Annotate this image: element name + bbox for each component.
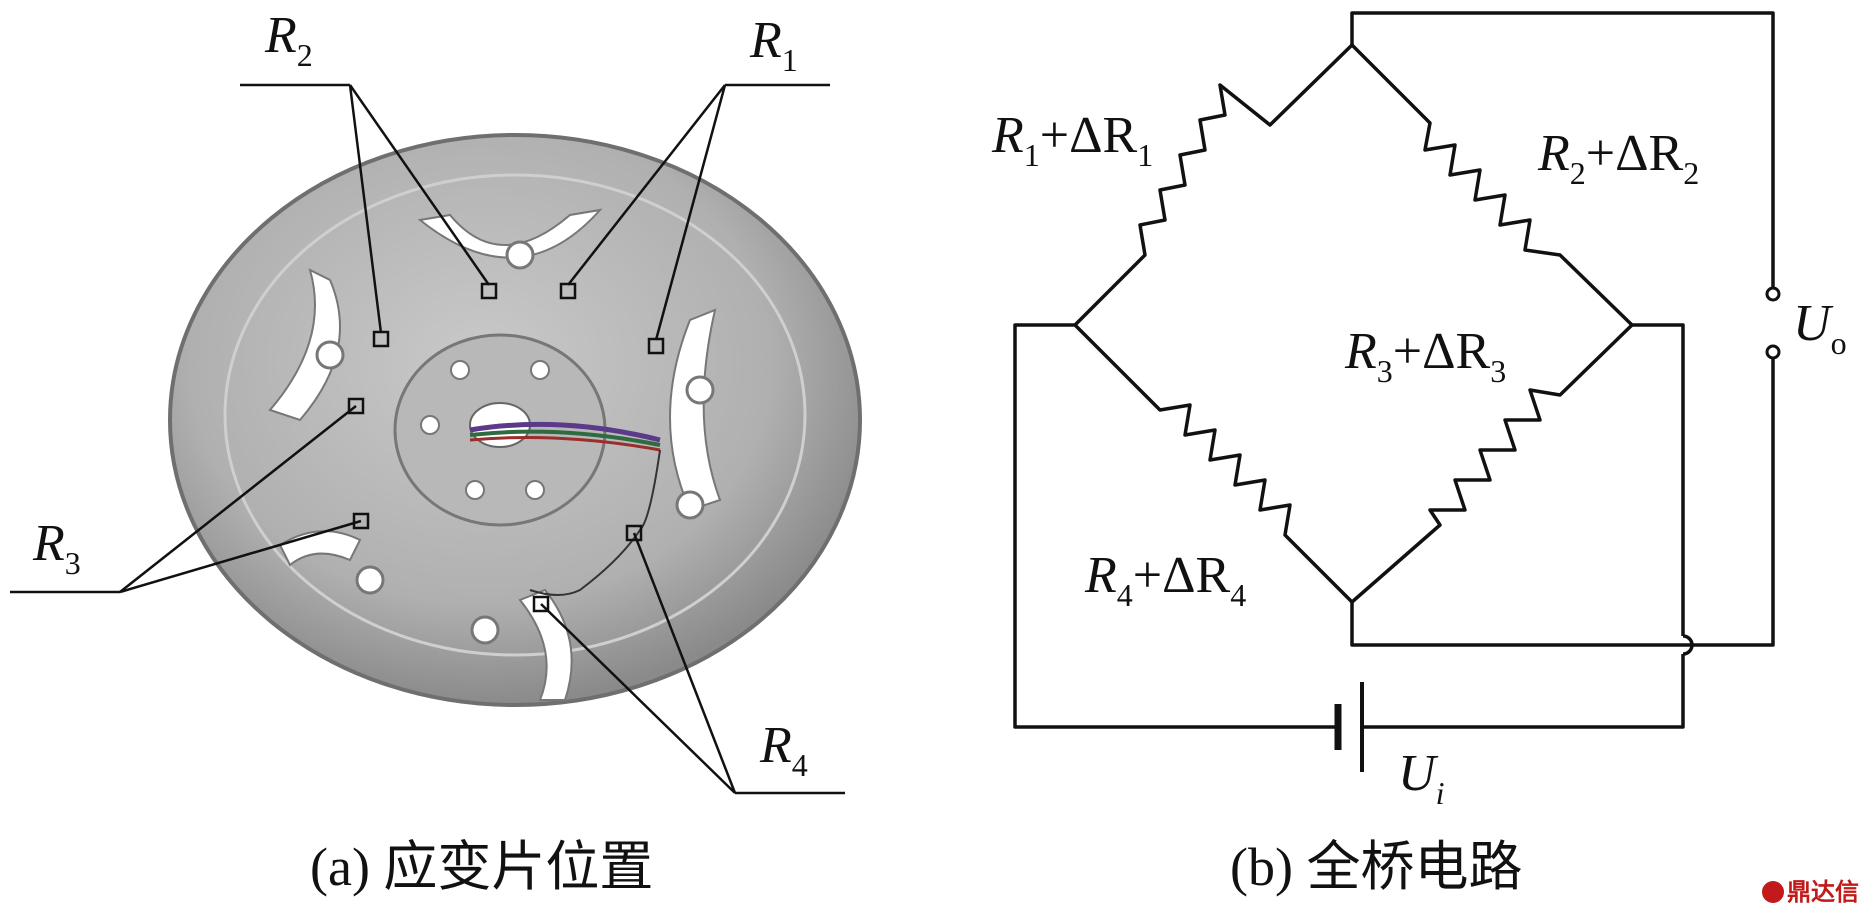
label-uo: Uo [1793,295,1847,361]
caption-panel-a: (a) 应变片位置 [310,837,654,897]
gauge-marker [532,595,550,613]
slot-top [417,208,603,259]
watermark-text: 鼎达信 [1787,878,1859,906]
slot-upper-left [268,268,341,422]
lead-wires [469,436,661,452]
hole [685,375,715,405]
hub-hole [530,360,550,380]
disk-rim [223,173,807,657]
leader-r4-b [540,603,736,794]
hub-hole [450,360,470,380]
slot-bottom [518,588,573,701]
leader-r1-a [567,84,726,286]
hub-hole [465,480,485,500]
label-r1: R1 [749,12,798,78]
caption-panel-b: (b) 全桥电路 [1230,837,1523,897]
hole [505,240,535,270]
hub-hole [420,415,440,435]
terminal-uo-top [1765,286,1781,302]
resistor-r4 [1073,323,1354,604]
wire-uo-lower [1350,356,1775,647]
leader-r3-b [119,519,362,594]
label-r3: R3 [32,515,81,581]
leader-lines [10,83,845,795]
hole [315,340,345,370]
leader-r1-b [654,84,727,341]
label-r4: R4 [759,717,808,783]
leader-r3-a [119,405,357,593]
gauge-marker [352,512,370,530]
slot-right [669,308,722,512]
wire-right-lower [1362,654,1685,729]
gauge-marker [625,524,643,542]
resistor-r2 [1350,43,1634,327]
gauge-marker [347,397,365,415]
lead-wires [529,449,661,596]
lead-wires [469,429,661,447]
label-r2: R2 [264,7,313,73]
label-b-r2: R2+ΔR2 [1537,125,1699,191]
label-b-r3: R3+ΔR3 [1344,323,1506,389]
terminal-uo-bottom [1765,344,1781,360]
label-b-r1: R1+ΔR1 [991,107,1153,173]
leader-r2-a [348,84,491,286]
wire-top [1350,11,1775,290]
label-b-r4: R4+ΔR4 [1084,547,1246,613]
battery-ui [1334,682,1364,772]
hole [470,615,500,645]
bridge-circuit [1013,11,1775,729]
panel-a-photo [168,133,862,707]
leader-r4-a [632,532,737,794]
hub-hole [525,480,545,500]
lead-wires [469,421,661,443]
watermark-badge-icon [1762,881,1784,903]
wire-right [1632,323,1685,636]
watermark-logo: 鼎达信 [1762,872,1859,907]
resistor-r3 [1350,323,1634,604]
wire-left [1013,323,1338,729]
hole [355,565,385,595]
leader-r2-b [348,84,383,334]
hole [675,490,705,520]
resistor-r1 [1073,43,1354,327]
wire-crossover [1682,634,1694,656]
label-ui: Ui [1398,745,1444,811]
